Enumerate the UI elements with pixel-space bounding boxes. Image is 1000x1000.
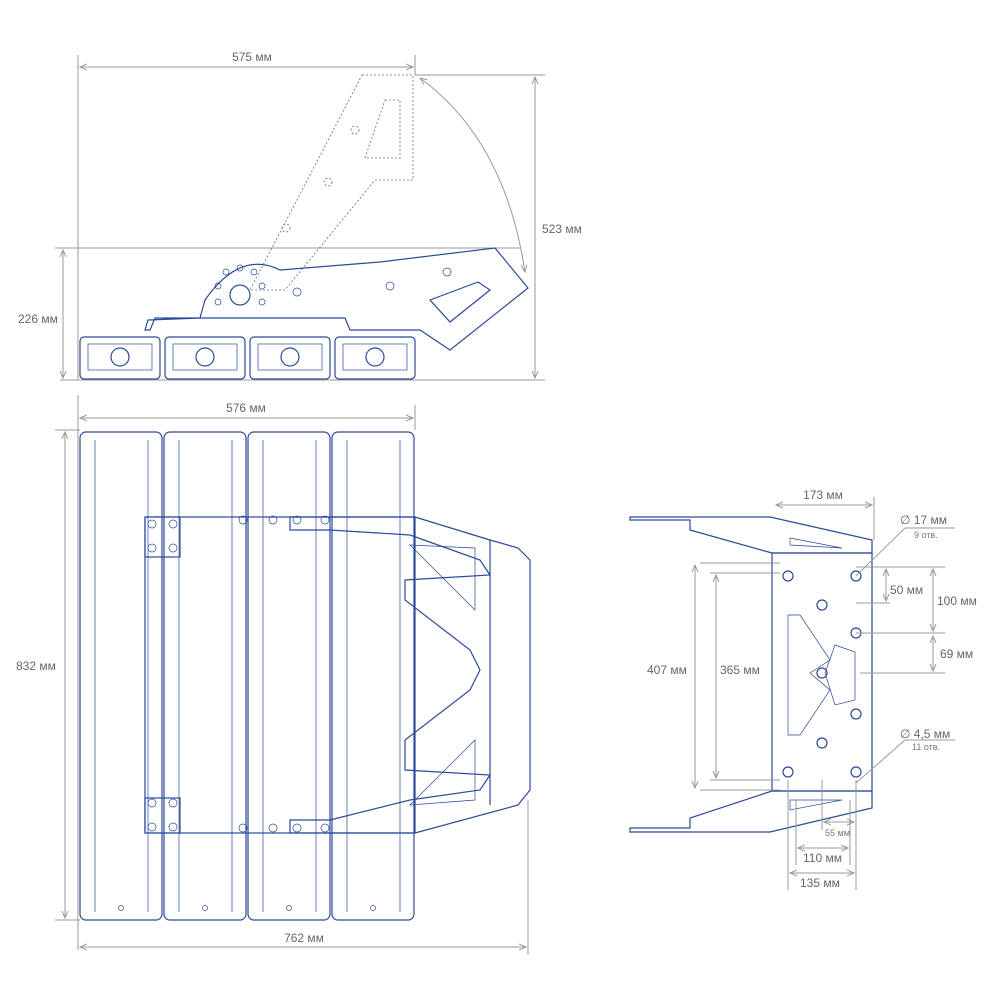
dim-55-label: 55 мм	[825, 828, 850, 838]
dim-100-label: 100 мм	[937, 594, 977, 608]
small-hole-label: ∅ 4,5 мм	[900, 727, 950, 741]
swing-arc	[420, 78, 525, 272]
lamp-modules-top	[79, 336, 416, 380]
bracket-lowered	[144, 247, 529, 351]
dim-523-label: 523 мм	[542, 222, 582, 236]
dim-762-label: 762 мм	[284, 931, 324, 945]
dim-226-label: 226 мм	[18, 312, 58, 326]
dim-110-label: 110 мм	[803, 851, 842, 865]
big-hole-count: 9 отв.	[914, 530, 938, 540]
lamp-modules-front	[79, 431, 415, 921]
front-view: 576 мм 832 мм 762 мм	[16, 395, 531, 955]
dim-576-label: 576 мм	[226, 401, 266, 415]
dim-173-label: 173 мм	[803, 488, 843, 502]
mounting-bracket-front	[144, 515, 531, 834]
mounting-plate	[771, 552, 873, 792]
bracket-raised-outline	[249, 74, 414, 291]
dim-575-label: 575 мм	[232, 50, 272, 64]
dim-135-label: 135 мм	[800, 876, 840, 890]
dim-832-label: 832 мм	[16, 659, 56, 673]
bracket-side-view: 173 мм ∅ 17 мм 9 отв. 50 мм 100 мм 69 мм…	[629, 488, 977, 890]
top-view: 575 мм 523 мм 226 мм	[18, 50, 582, 381]
dim-407-label: 407 мм	[647, 663, 687, 677]
dim-50-label: 50 мм	[890, 583, 923, 597]
dim-69-label: 69 мм	[940, 647, 973, 661]
big-hole-label: ∅ 17 мм	[900, 513, 947, 527]
small-hole-count: 11 отв.	[912, 742, 940, 752]
dim-365-label: 365 мм	[720, 663, 760, 677]
